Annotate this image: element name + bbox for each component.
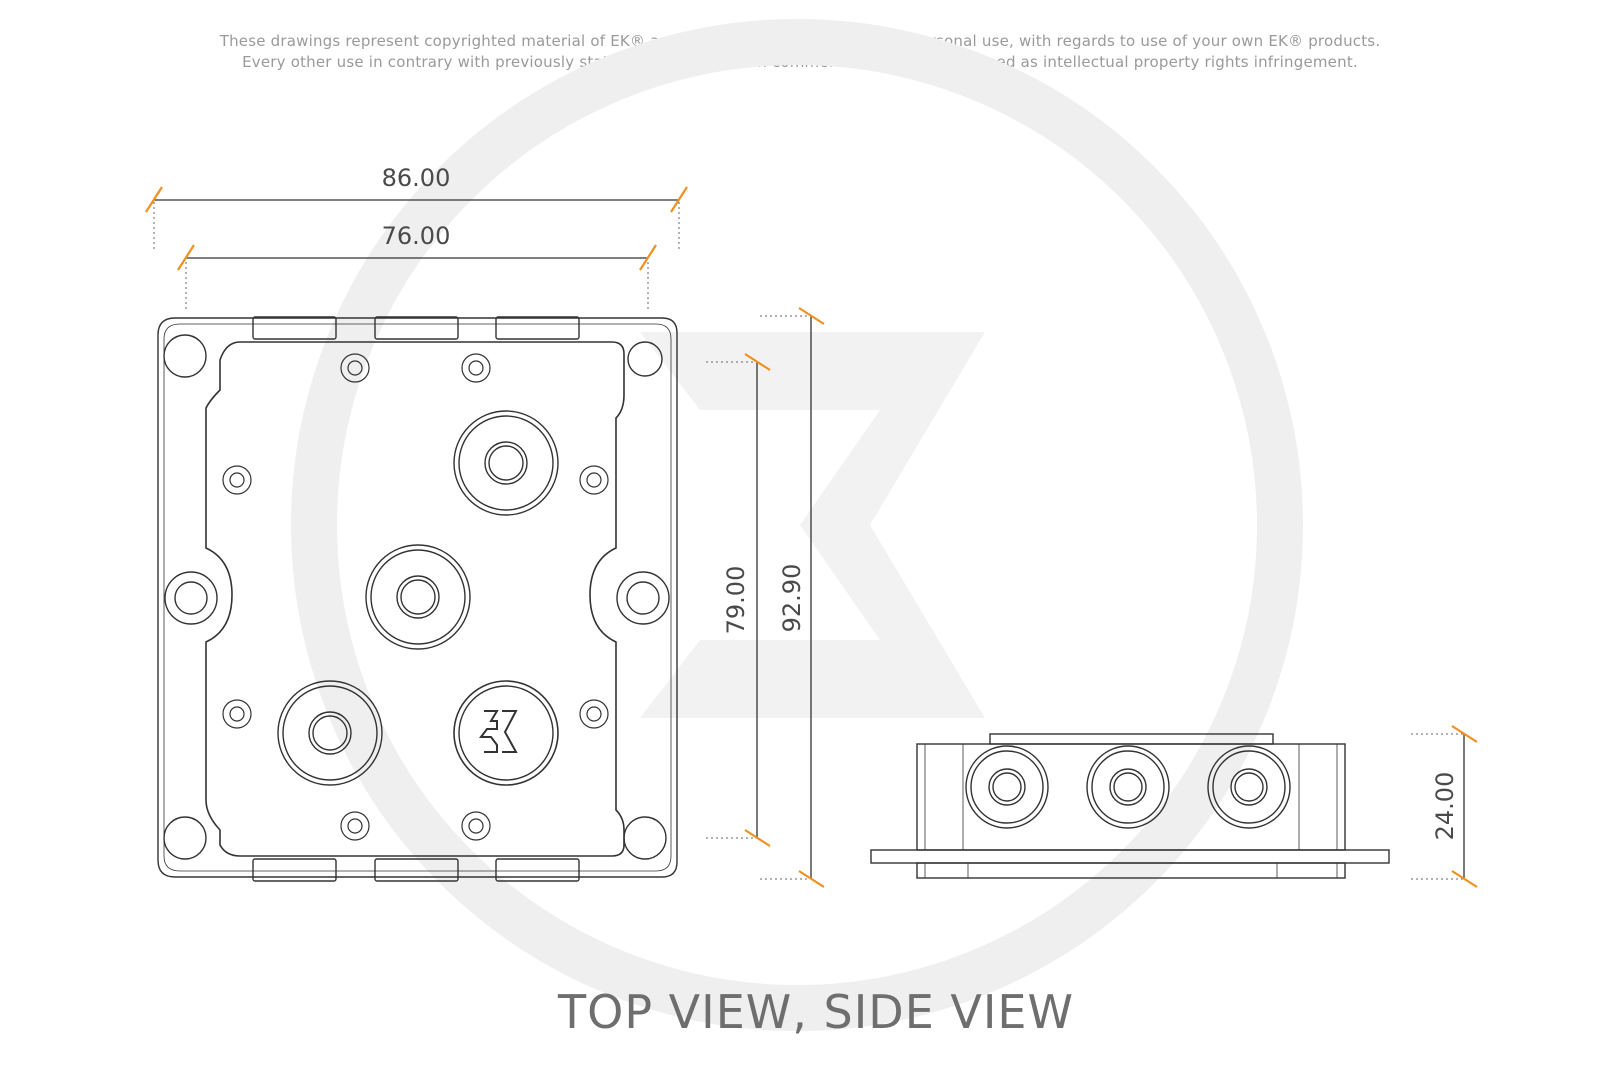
dimension-label-24: 24.00	[1431, 772, 1459, 841]
side-view	[870, 733, 1390, 879]
ek-logo-icon	[453, 680, 559, 786]
top-view-dimensions: 86.00 76.00 79.00 92.90	[145, 164, 825, 888]
drawing-caption: TOP VIEW, SIDE VIEW	[557, 985, 1074, 1039]
dimension-label-86: 86.00	[382, 164, 451, 192]
dimension-label-76: 76.00	[382, 222, 451, 250]
side-view-dimensions: 24.00	[1411, 725, 1478, 888]
dimension-label-92-9: 92.90	[778, 564, 806, 633]
dimension-label-79: 79.00	[722, 566, 750, 635]
ek-watermark-icon	[291, 19, 1303, 1031]
top-view	[157, 316, 678, 882]
